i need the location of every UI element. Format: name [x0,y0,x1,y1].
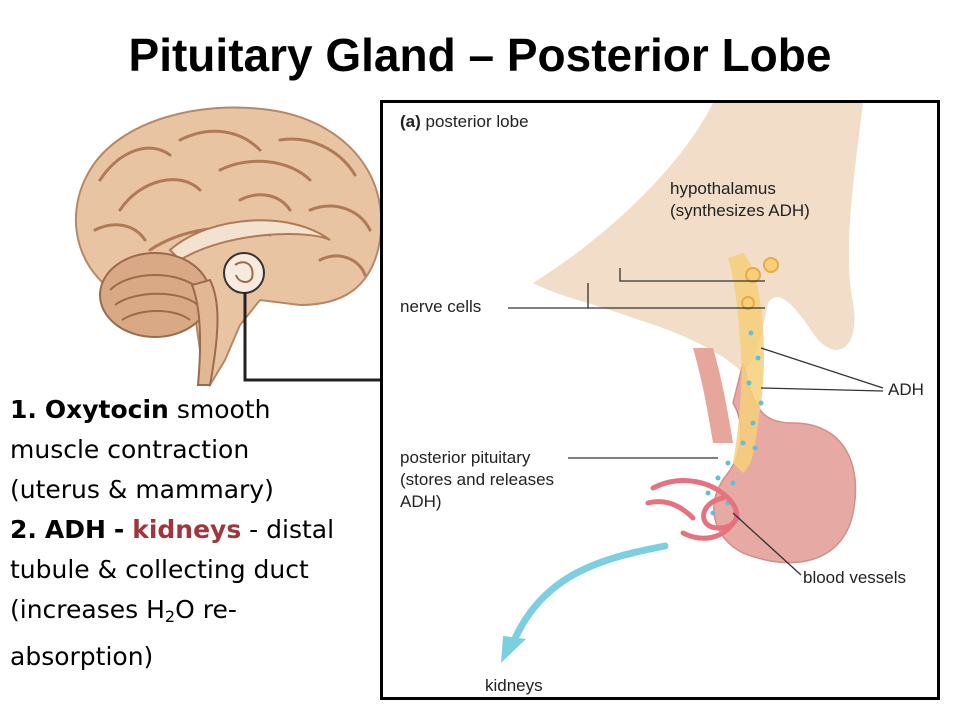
hypothalamus-label: hypothalamus(synthesizes ADH) [670,179,810,220]
part-label: (a) posterior lobe [400,112,529,131]
kidneys-target: kidneys [132,515,242,544]
adh-name: ADH [44,515,106,544]
oxytocin-line-1: 1. Oxytocin smooth [10,395,271,424]
oxytocin-line-2: muscle contraction [10,435,250,464]
oxytocin-line-3: (uterus & mammary) [10,475,274,504]
adh-line-3: (increases H2O re- [10,595,237,626]
slide-title: Pituitary Gland – Posterior Lobe [128,29,832,81]
nerve-cells-label: nerve cells [400,297,482,316]
brain-illustration [75,106,383,388]
oxytocin-name: Oxytocin [44,395,169,424]
posterior-lobe-diagram: (a) posterior lobe hypothalamus(synthesi… [380,100,940,700]
hormone-list: 1. Oxytocin smooth muscle contraction (u… [10,390,380,677]
posterior-lobe-artwork [501,103,884,663]
adh-line-1: 2. ADH - kidneys - distal [10,515,335,544]
adh-line-2: tubule & collecting duct [10,555,309,584]
blood-vessels-label: blood vessels [803,568,907,587]
adh-line-4: absorption) [10,642,154,671]
kidneys-label: kidneys [485,676,543,695]
adh-label: ADH [888,380,924,399]
